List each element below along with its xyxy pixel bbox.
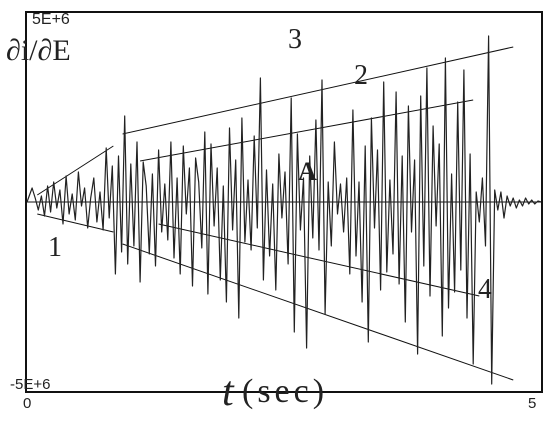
annotation-label-2: 2: [354, 60, 368, 91]
signal-trace: [26, 35, 542, 385]
plot-frame: [25, 11, 543, 393]
x-axis-label-unit: (sec): [242, 373, 328, 410]
y-axis-label: ∂i/∂E: [6, 34, 71, 67]
envelope-line-3-3: [122, 243, 514, 381]
x-axis-label: t (sec): [222, 369, 328, 415]
envelope-line-2-5: [158, 223, 480, 297]
x-axis-label-main: t: [222, 369, 235, 415]
envelope-line-3-2: [122, 46, 514, 135]
ytick-bottom-label: -5E+6: [10, 376, 50, 393]
annotation-label-3: 3: [288, 24, 302, 55]
annotation-label-1: 1: [48, 232, 62, 263]
annotation-label-A: A: [298, 157, 317, 186]
annotation-label-4: 4: [478, 274, 492, 305]
xtick-left-label: 0: [23, 395, 31, 412]
ytick-top-label: 5E+6: [32, 11, 70, 28]
envelope-line-1-0: [37, 145, 114, 196]
xtick-right-label: 5: [528, 395, 536, 412]
envelope-line-1-1: [37, 213, 114, 233]
envelope-line-2-4: [139, 99, 474, 162]
envelope-lines: [37, 46, 514, 381]
